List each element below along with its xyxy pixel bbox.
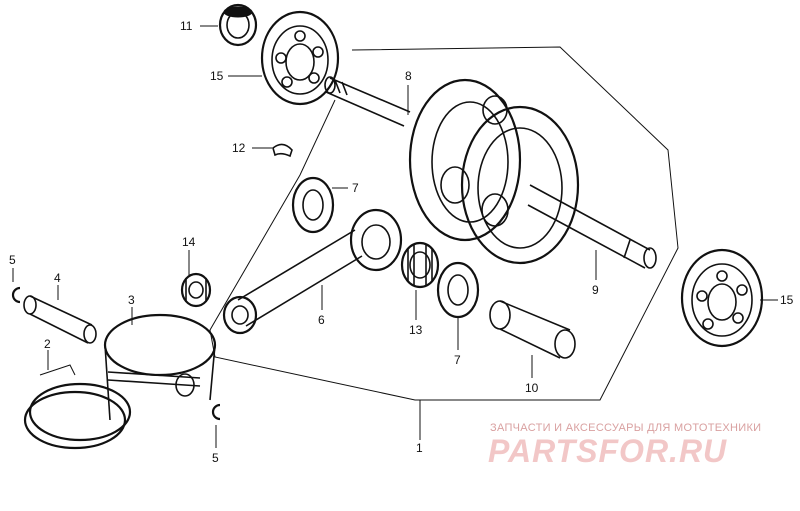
ball-bearing-part-15-top bbox=[260, 10, 340, 106]
leader-lines bbox=[12, 25, 778, 448]
circlip-part-5-left bbox=[11, 286, 21, 304]
callout-3: 3 bbox=[128, 293, 135, 307]
watermark-logo: PARTSFOR.RU bbox=[488, 433, 727, 469]
callout-8: 8 bbox=[405, 69, 412, 83]
woodruff-key-part-12 bbox=[272, 143, 293, 158]
callout-7-bottom: 7 bbox=[454, 353, 461, 367]
piston-pin-part-4 bbox=[23, 295, 97, 344]
callout-4: 4 bbox=[54, 271, 61, 285]
assembly-outline bbox=[209, 46, 679, 401]
watermark: ЗАПЧАСТИ И АКСЕССУАРЫ ДЛЯ МОТОТЕХНИКИ PA… bbox=[488, 422, 761, 469]
callout-2: 2 bbox=[44, 337, 51, 351]
crankshaft-left-part-8 bbox=[324, 76, 522, 242]
callout-14: 14 bbox=[182, 235, 196, 249]
callout-13: 13 bbox=[409, 323, 423, 337]
callout-5-left: 5 bbox=[9, 253, 16, 267]
callout-11: 11 bbox=[180, 19, 193, 33]
callout-labels: 11 15 8 12 7 14 5 4 3 2 6 13 7 9 10 15 5… bbox=[9, 19, 794, 465]
callout-12: 12 bbox=[232, 141, 246, 155]
oil-seal-part-11 bbox=[218, 3, 258, 47]
piston-rings-part-2 bbox=[23, 364, 132, 450]
callout-15-top: 15 bbox=[210, 69, 224, 83]
callout-10: 10 bbox=[525, 381, 539, 395]
watermark-tagline: ЗАПЧАСТИ И АКСЕССУАРЫ ДЛЯ МОТОТЕХНИКИ bbox=[490, 422, 761, 434]
callout-5-right: 5 bbox=[212, 451, 219, 465]
crankshaft-right-part-9 bbox=[460, 105, 657, 269]
crank-pin-part-10 bbox=[489, 300, 576, 359]
callout-15-right: 15 bbox=[780, 293, 794, 307]
callout-7-top: 7 bbox=[352, 181, 359, 195]
callout-1: 1 bbox=[416, 441, 423, 455]
callout-6: 6 bbox=[318, 313, 325, 327]
connecting-rod-part-6 bbox=[222, 208, 403, 335]
piston-part-3 bbox=[103, 313, 217, 421]
needle-bearing-part-13 bbox=[400, 241, 440, 289]
ball-bearing-part-15-right bbox=[680, 248, 764, 348]
callout-9: 9 bbox=[592, 283, 599, 297]
circlip-part-5-right bbox=[211, 403, 221, 421]
thrust-washer-part-7-bottom bbox=[436, 261, 480, 319]
needle-bearing-part-14 bbox=[180, 272, 212, 308]
thrust-washer-part-7-top bbox=[291, 176, 335, 234]
